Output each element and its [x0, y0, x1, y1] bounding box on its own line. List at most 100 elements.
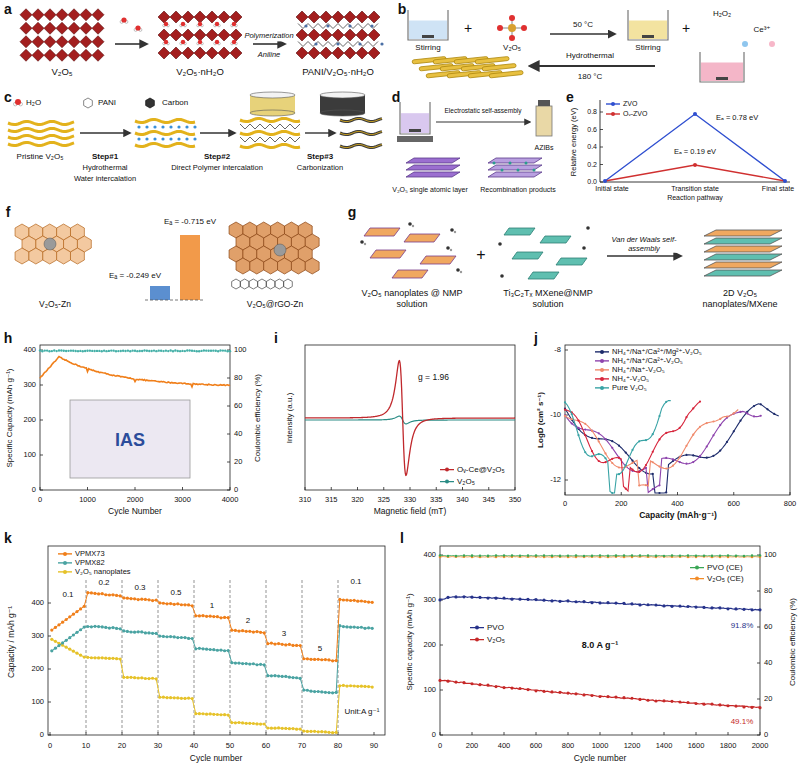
data-point [39, 349, 41, 351]
tick-label: 3000 [174, 496, 191, 505]
data-point [219, 648, 222, 651]
nanosheet [704, 262, 782, 268]
data-point [734, 607, 737, 610]
data-point [571, 419, 573, 421]
divider-line [122, 580, 123, 735]
legend-entry: PVO (CE) [690, 564, 743, 573]
data-point [291, 676, 294, 679]
tick-mark [440, 690, 443, 691]
vo-layer [135, 131, 195, 134]
data-point [758, 706, 761, 709]
nanosheet [406, 172, 460, 177]
tick-label: 400 [31, 599, 44, 608]
vo-polyhedron [356, 11, 368, 23]
data-point [591, 455, 593, 457]
stir-plate [397, 136, 433, 142]
data-point [672, 430, 674, 432]
tick-label: 200 [31, 665, 44, 674]
data-point [349, 626, 352, 629]
data-point [198, 614, 201, 617]
data-point [371, 685, 374, 688]
data-point [699, 455, 701, 457]
data-point [320, 658, 323, 661]
tick-label: 0.8 [587, 108, 597, 116]
data-point [371, 601, 374, 604]
plus-sign: + [464, 20, 472, 36]
data-point [622, 696, 625, 699]
data-point [60, 349, 62, 351]
tick-label: -8 [554, 346, 561, 355]
vo-polyhedron [32, 9, 44, 21]
water-dot [161, 137, 164, 140]
tick-mark [600, 129, 603, 130]
liquid [629, 21, 667, 40]
data-point [155, 350, 157, 352]
polymer-chain [240, 124, 300, 129]
data-point [534, 689, 537, 692]
data-point [108, 626, 111, 629]
data-point [57, 623, 60, 626]
tick-mark [757, 735, 760, 736]
data-point [248, 722, 251, 725]
legend-line-sample [440, 478, 454, 486]
data-point [618, 445, 620, 447]
data-point [295, 676, 298, 679]
data-point [327, 691, 330, 694]
data-point [338, 684, 341, 687]
data-point [129, 350, 131, 352]
data-point [255, 663, 258, 666]
plot-frame [40, 345, 230, 490]
data-point [65, 618, 68, 621]
legend-label: VPMX82 [75, 559, 105, 567]
vo-polyhedron [170, 29, 182, 41]
data-point [97, 656, 100, 659]
data-point [615, 554, 618, 557]
data-point [349, 599, 352, 602]
data-point [598, 440, 600, 442]
data-point [133, 676, 136, 679]
tick-label: 600 [727, 500, 740, 509]
vo-layer [8, 142, 74, 145]
tick-label: 50 [226, 742, 234, 751]
step-label: Water intercalation [74, 175, 136, 184]
vo-polyhedron [170, 11, 182, 23]
data-point [510, 598, 513, 601]
plot-frame [48, 546, 385, 735]
data-point [216, 615, 219, 618]
data-point [295, 728, 298, 731]
legend-line-sample [595, 366, 609, 374]
nanosheet [704, 246, 782, 252]
data-point [245, 630, 248, 633]
vo-polyhedron [296, 29, 308, 41]
data-point [711, 555, 714, 558]
data-point [93, 656, 96, 659]
tick-label: 300 [31, 632, 44, 641]
data-point [302, 657, 305, 660]
o-atom [181, 22, 185, 26]
data-point [591, 555, 594, 558]
nmp-molecule [498, 242, 502, 246]
data-point [129, 630, 132, 633]
data-point [638, 470, 640, 472]
data-point [131, 349, 133, 351]
diffusion-curve [565, 401, 671, 493]
data-point [446, 680, 449, 683]
data-point [65, 639, 68, 642]
data-point [462, 595, 465, 598]
data-point [678, 604, 681, 607]
data-point [144, 677, 147, 680]
data-point [735, 555, 738, 558]
plot-frame [440, 546, 760, 735]
data-point [670, 700, 673, 703]
tick-label: 300 [423, 596, 436, 605]
data-point [685, 463, 687, 465]
tick-label: 70 [298, 742, 306, 751]
data-point [652, 433, 654, 435]
lattice-cell [240, 279, 249, 289]
tick-mark [600, 182, 603, 183]
lattice-cell [278, 258, 292, 274]
data-point [438, 679, 441, 682]
data-point [335, 659, 338, 662]
data-point [327, 731, 330, 734]
nanosheet [404, 234, 440, 242]
